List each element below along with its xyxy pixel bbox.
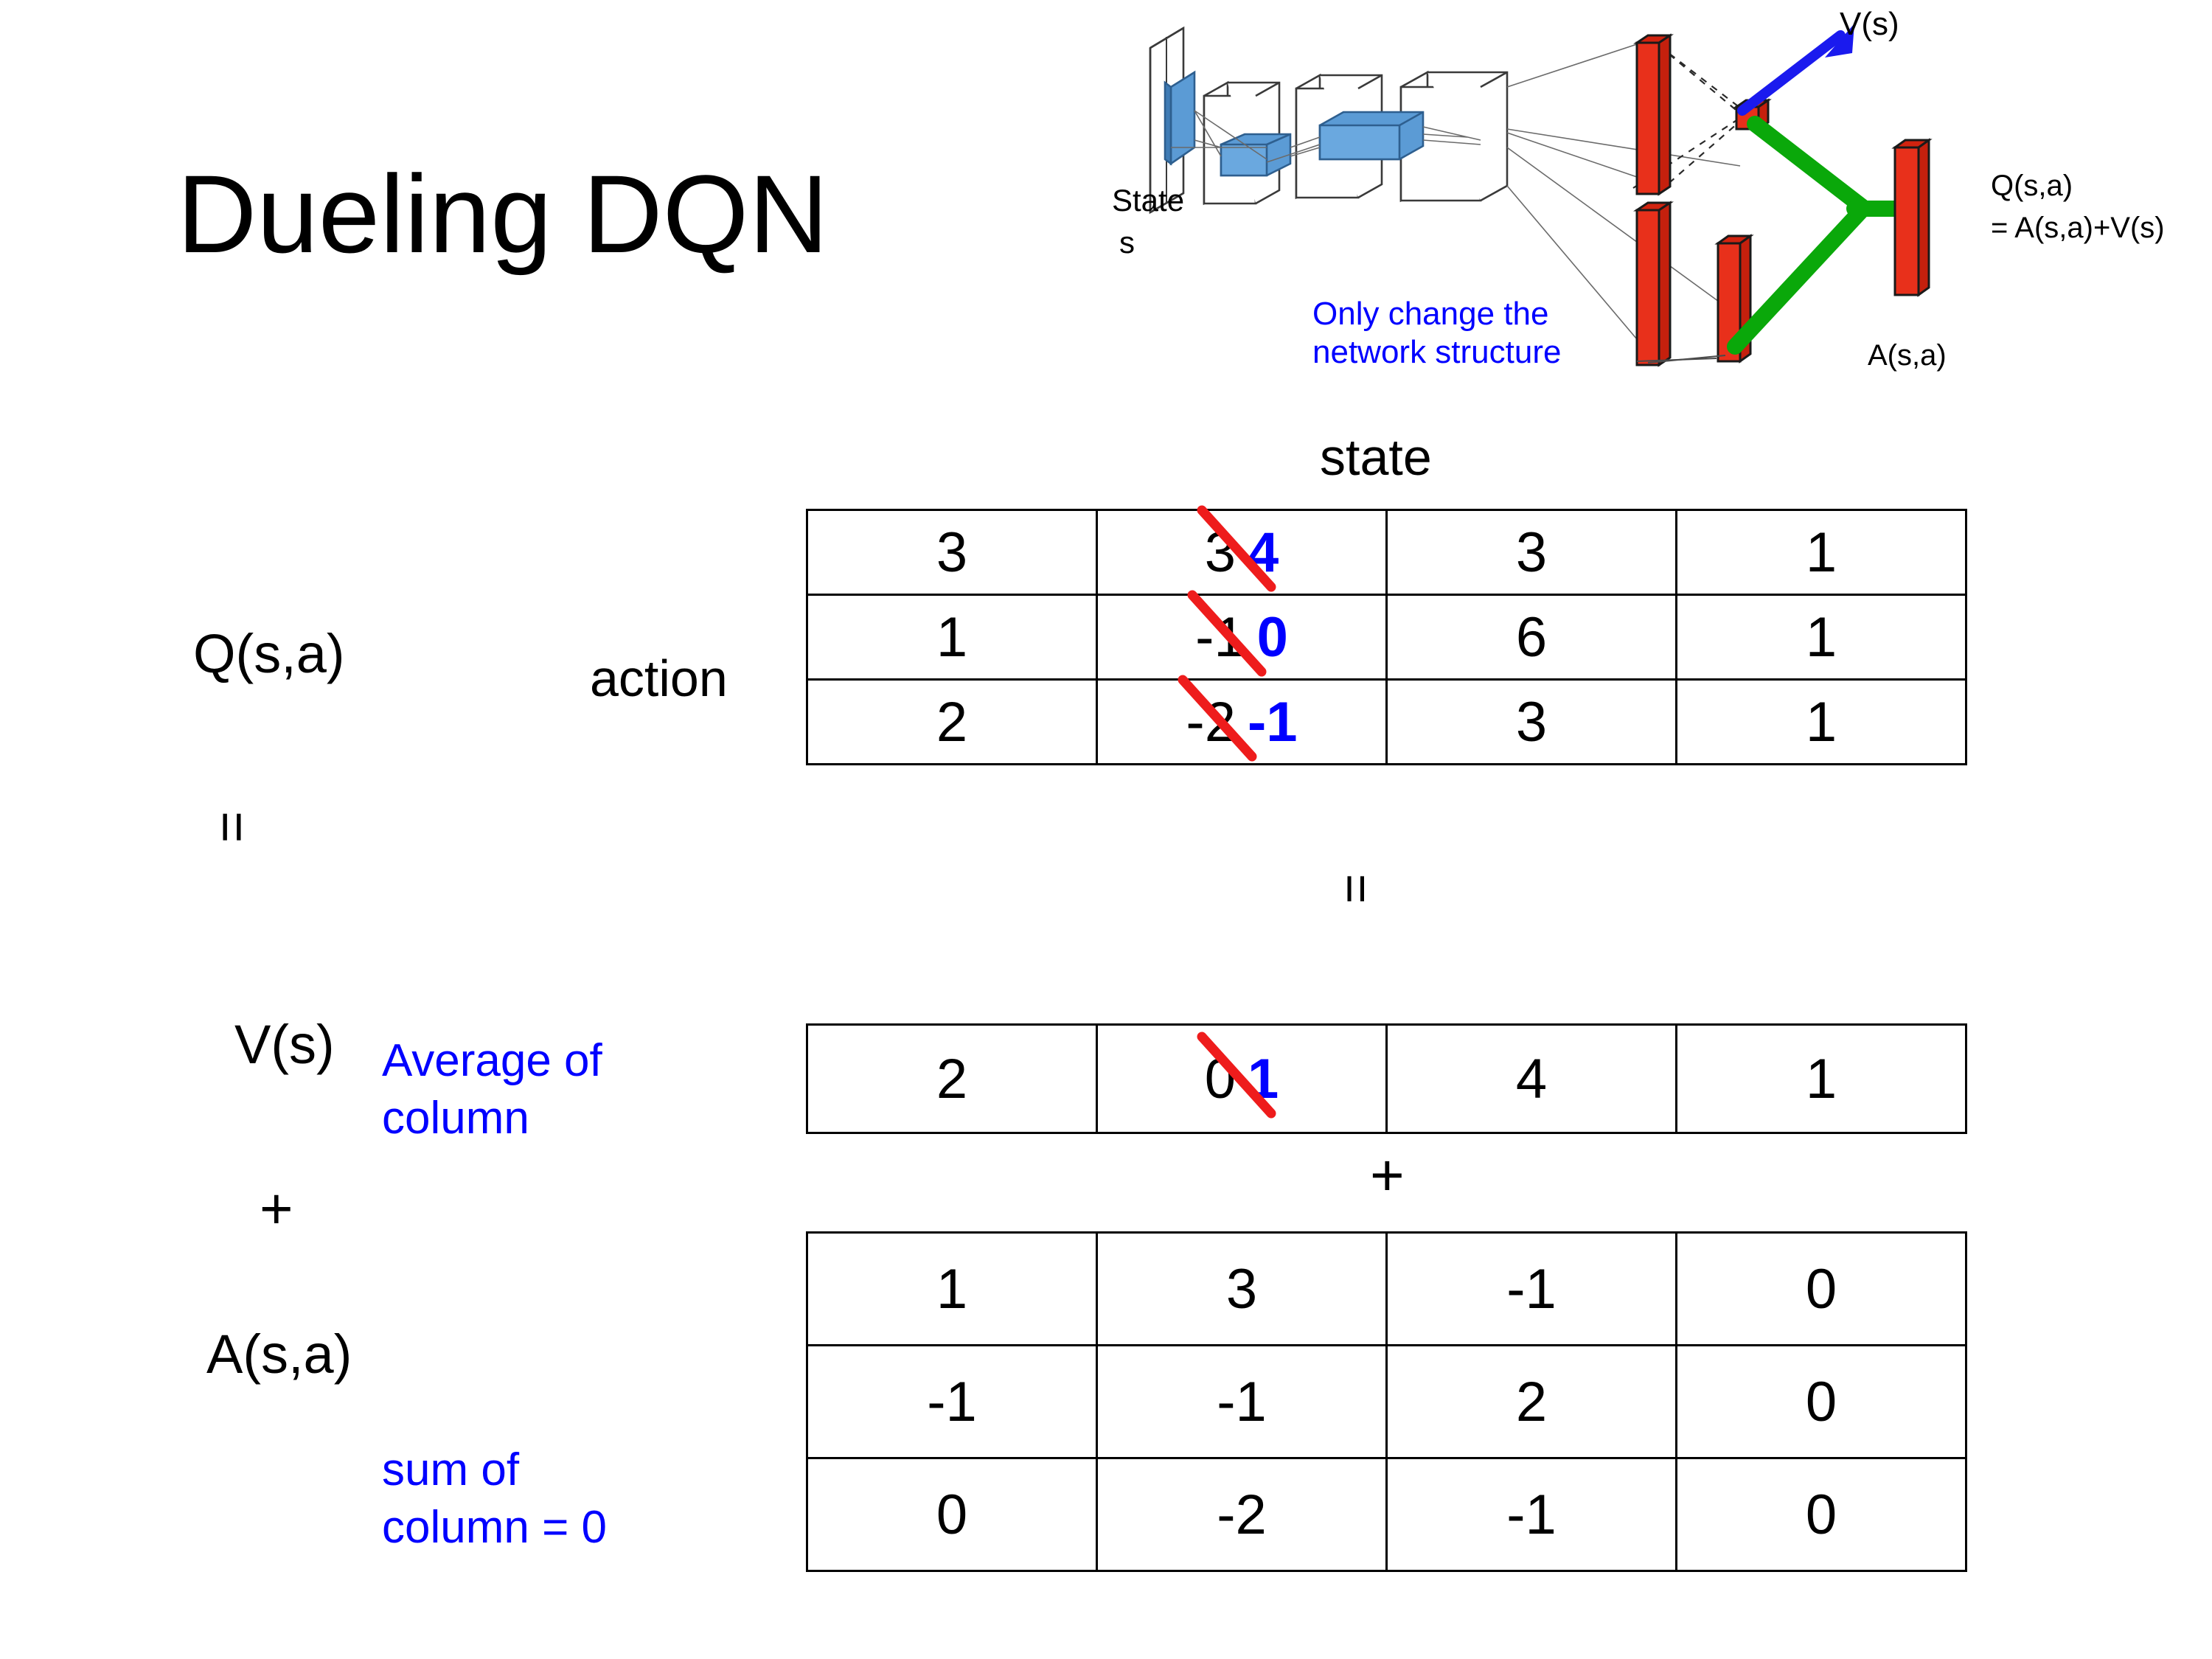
table-cell: 3 xyxy=(1385,509,1677,596)
new-value: -1 xyxy=(1248,690,1298,754)
a-function-label: A(s,a) xyxy=(206,1324,352,1385)
q-function-label: Q(s,a) xyxy=(193,623,345,684)
table-cell: -1 xyxy=(1385,1231,1677,1346)
equals-sign-q-to-v: = xyxy=(202,811,263,844)
table-cell: 2 xyxy=(806,678,1098,765)
sum-of-column-note: sum of column = 0 xyxy=(382,1444,608,1553)
new-value: 0 xyxy=(1256,605,1288,669)
new-value: 4 xyxy=(1248,521,1279,584)
dueling-network-diagram xyxy=(1077,0,2212,413)
diagram-a-label: A(s,a) xyxy=(1868,339,1947,372)
table-cell: 3 xyxy=(806,509,1098,596)
table-cell: 1 xyxy=(1675,678,1967,765)
action-axis-label: action xyxy=(590,650,728,707)
table-cell: -1 xyxy=(1385,1457,1677,1572)
table-cell: -2-1 xyxy=(1096,675,1388,765)
table-cell: 1 xyxy=(806,594,1098,681)
diagram-state-subscript: s xyxy=(1119,225,1135,260)
average-of-column-note: Average of column xyxy=(382,1035,602,1144)
table-cell: 2 xyxy=(806,1023,1098,1134)
table-cell: 6 xyxy=(1385,594,1677,681)
table-cell: 1 xyxy=(806,1231,1098,1346)
table-cell: 3 xyxy=(1096,1231,1388,1346)
table-cell: 0 xyxy=(806,1457,1098,1572)
table-cell: 1 xyxy=(1675,1023,1967,1134)
plus-sign-v-to-a: + xyxy=(260,1176,293,1241)
diagram-note: Only change the network structure xyxy=(1312,296,1562,370)
diagram-state-label: State xyxy=(1112,183,1185,218)
table-cell: 0 xyxy=(1675,1344,1967,1459)
v-function-label: V(s) xyxy=(234,1014,335,1075)
page-title: Dueling DQN xyxy=(177,152,829,276)
diagram-q-label: Q(s,a) xyxy=(1991,170,2073,202)
struck-value: 0 xyxy=(1197,1032,1276,1118)
table-cell: 1 xyxy=(1675,594,1967,681)
corrected-cell: -2-1 xyxy=(1178,675,1298,761)
table-cell: 0 xyxy=(1675,1231,1967,1346)
table-cell: 0 xyxy=(1675,1457,1967,1572)
diagram-q-equation: = A(s,a)+V(s) xyxy=(1991,212,2165,244)
new-value: 1 xyxy=(1248,1047,1279,1110)
diagram-v-label: V(s) xyxy=(1840,6,1899,42)
table-cell: -1 xyxy=(806,1344,1098,1459)
state-axis-label: state xyxy=(1320,428,1432,486)
equals-sign-between-tables: = xyxy=(1328,874,1385,904)
table-cell: -1 xyxy=(1096,1344,1388,1459)
table-cell: 3 xyxy=(1385,678,1677,765)
table-cell: 4 xyxy=(1385,1023,1677,1134)
struck-value: -1 xyxy=(1187,590,1267,676)
table-cell: -2 xyxy=(1096,1457,1388,1572)
table-cell: 1 xyxy=(1675,509,1967,596)
struck-value: 3 xyxy=(1197,505,1276,591)
table-cell: 2 xyxy=(1385,1344,1677,1459)
struck-value: -2 xyxy=(1178,675,1257,761)
plus-sign-between-tables: + xyxy=(1370,1142,1405,1208)
